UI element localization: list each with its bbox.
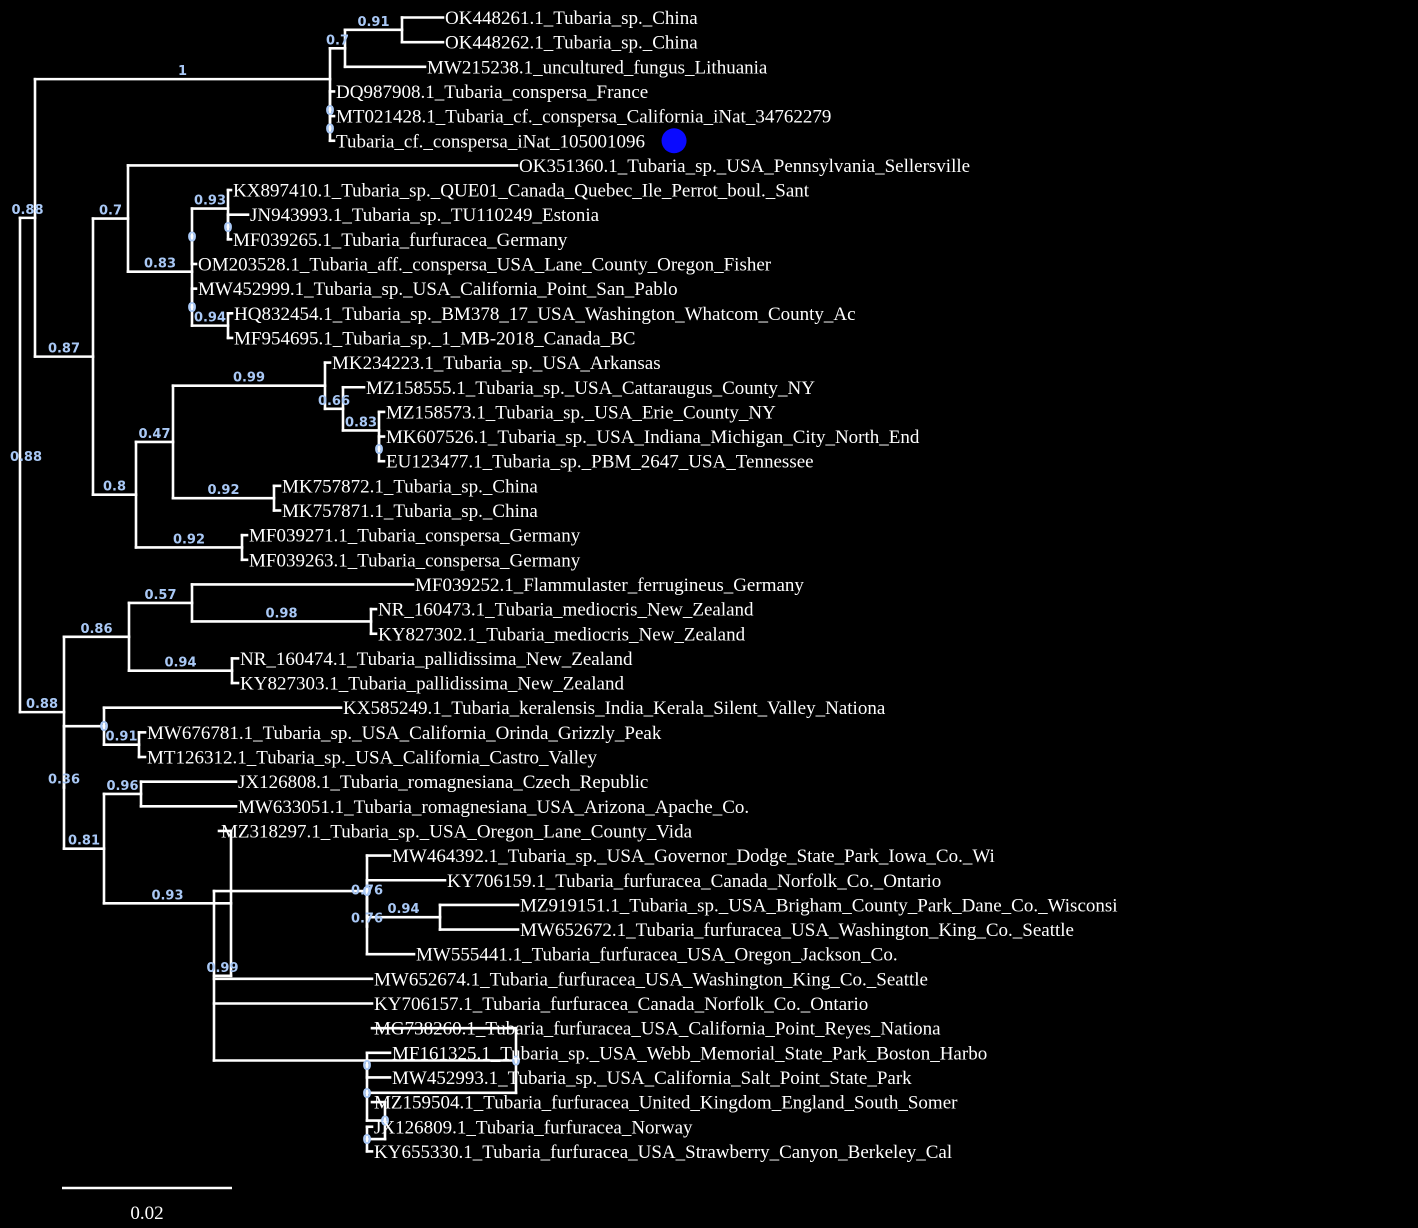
leaf-label: KY827303.1_Tubaria_pallidissima_New_Zeal… [240, 674, 624, 695]
support-values: 0.910.700100.9300.9400.830.700.830.660.9… [10, 15, 521, 1148]
support-value: 1 [178, 64, 187, 79]
leaf-label: KX585249.1_Tubaria_keralensis_India_Kera… [343, 698, 886, 719]
support-value: 0.88 [26, 697, 58, 712]
support-value: 0.47 [138, 427, 170, 442]
leaf-label: HQ832454.1_Tubaria_sp._BM378_17_USA_Wash… [234, 304, 856, 325]
leaf-label: MF039252.1_Flammulaster_ferrugineus_Germ… [415, 575, 804, 596]
leaf-label: MZ159504.1_Tubaria_furfuracea_United_Kin… [374, 1093, 958, 1114]
support-value: 0.76 [351, 884, 383, 899]
support-value: 0 [380, 1115, 389, 1130]
support-value: 0 [325, 104, 334, 119]
support-value: 0.93 [194, 194, 226, 209]
support-value: 0.7 [99, 204, 122, 219]
leaf-label: MW555441.1_Tubaria_furfuracea_USA_Oregon… [416, 945, 898, 966]
leaf-label: KY827302.1_Tubaria_mediocris_New_Zealand [378, 624, 746, 645]
leaf-label: JX126808.1_Tubaria_romagnesiana_Czech_Re… [238, 772, 648, 793]
support-value: 0.88 [10, 450, 42, 465]
support-value: 0.86 [80, 622, 112, 637]
support-value: 0.83 [345, 415, 377, 430]
leaf-label: MW676781.1_Tubaria_sp._USA_California_Or… [147, 723, 662, 744]
support-value: 0.76 [351, 911, 383, 926]
support-value: 0.91 [105, 730, 137, 745]
support-value: 0.99 [233, 371, 265, 386]
support-value: 0.87 [48, 342, 80, 357]
leaf-label: Tubaria_cf._conspersa_iNat_105001096 [336, 131, 645, 152]
support-value: 0.91 [357, 15, 389, 30]
leaf-label: MK234223.1_Tubaria_sp._USA_Arkansas [332, 353, 661, 374]
support-value: 0.7 [326, 33, 349, 48]
leaf-label: KY706157.1_Tubaria_furfuracea_Canada_Nor… [374, 994, 868, 1015]
support-value: 0.92 [207, 483, 239, 498]
leaf-label: KX897410.1_Tubaria_sp._QUE01_Canada_Queb… [233, 181, 810, 202]
support-value: 0 [223, 221, 232, 236]
leaf-label: OK448261.1_Tubaria_sp._China [445, 8, 698, 29]
leaf-label: MW452999.1_Tubaria_sp._USA_California_Po… [198, 279, 678, 300]
tree-branches [18, 16, 520, 1153]
leaf-label: MF039265.1_Tubaria_furfuracea_Germany [233, 230, 568, 251]
leaf-label: MF039263.1_Tubaria_conspersa_Germany [249, 550, 581, 571]
leaf-label: JX126809.1_Tubaria_furfuracea_Norway [374, 1117, 693, 1138]
support-value: 0.94 [387, 902, 419, 917]
leaf-label: MF039271.1_Tubaria_conspersa_Germany [249, 526, 581, 547]
support-value: 0 [362, 1133, 371, 1148]
leaf-label: MF954695.1_Tubaria_sp._1_MB-2018_Canada_… [234, 328, 635, 349]
support-value: 0.66 [318, 394, 350, 409]
support-value: 0.8 [103, 480, 126, 495]
leaf-label: EU123477.1_Tubaria_sp._PBM_2647_USA_Tenn… [386, 452, 814, 473]
leaf-label: MW452993.1_Tubaria_sp._USA_California_Sa… [392, 1068, 912, 1089]
leaf-label: MZ158573.1_Tubaria_sp._USA_Erie_County_N… [386, 402, 776, 423]
leaf-label: MW633051.1_Tubaria_romagnesiana_USA_Ariz… [238, 797, 749, 818]
support-value: 0 [362, 1087, 371, 1102]
support-value: 0.96 [106, 779, 138, 794]
highlight-marker [661, 128, 687, 154]
support-value: 0.83 [144, 257, 176, 272]
leaf-label: NR_160474.1_Tubaria_pallidissima_New_Zea… [240, 649, 633, 670]
support-value: 0.94 [194, 311, 226, 326]
leaf-label: MK757871.1_Tubaria_sp._China [282, 501, 538, 522]
leaf-label: MK757872.1_Tubaria_sp._China [282, 476, 538, 497]
leaf-label: MW464392.1_Tubaria_sp._USA_Governor_Dodg… [392, 846, 995, 867]
support-value: 0 [187, 230, 196, 245]
support-value: 0.94 [164, 656, 196, 671]
leaf-label: JN943993.1_Tubaria_sp._TU110249_Estonia [250, 205, 600, 226]
leaf-label: MT126312.1_Tubaria_sp._USA_California_Ca… [147, 748, 597, 769]
leaf-label: NR_160473.1_Tubaria_mediocris_New_Zealan… [378, 600, 754, 621]
leaf-label: MF161325.1_Tubaria_sp._USA_Webb_Memorial… [392, 1043, 987, 1064]
support-value: 0.92 [173, 532, 205, 547]
support-value: 0 [362, 1059, 371, 1074]
support-value: 0 [325, 122, 334, 137]
support-value: 0 [187, 301, 196, 316]
support-value: 0.98 [265, 606, 297, 621]
support-value: 0.57 [144, 588, 176, 603]
leaf-labels: OK448261.1_Tubaria_sp._ChinaOK448262.1_T… [147, 8, 1118, 1163]
leaf-label: KY706159.1_Tubaria_furfuracea_Canada_Nor… [447, 871, 941, 892]
scale-bar: 0.02 [62, 1186, 232, 1224]
leaf-label: MW652674.1_Tubaria_furfuracea_USA_Washin… [374, 969, 928, 990]
leaf-label: MW215238.1_uncultured_fungus_Lithuania [427, 57, 768, 78]
support-value: 0.81 [68, 834, 100, 849]
support-value: 0.88 [11, 203, 43, 218]
leaf-label: MK607526.1_Tubaria_sp._USA_Indiana_Michi… [386, 427, 920, 448]
support-value: 0.99 [206, 961, 238, 976]
support-value: 0 [99, 720, 108, 735]
support-value: 0 [362, 885, 371, 900]
leaf-label: DQ987908.1_Tubaria_conspersa_France [336, 82, 648, 103]
support-value: 0.93 [151, 888, 183, 903]
leaf-label: MZ919151.1_Tubaria_sp._USA_Brigham_Count… [520, 895, 1118, 916]
support-value: 0.36 [48, 772, 80, 787]
leaf-label: OK448262.1_Tubaria_sp._China [445, 33, 698, 54]
leaf-label: OM203528.1_Tubaria_aff._conspersa_USA_La… [198, 255, 772, 276]
support-value: 0 [511, 1055, 520, 1070]
support-value: 0 [374, 443, 383, 458]
leaf-label: MG738260.1_Tubaria_furfuracea_USA_Califo… [374, 1019, 941, 1040]
leaf-label: MW652672.1_Tubaria_furfuracea_USA_Washin… [520, 920, 1074, 941]
leaf-label: MT021428.1_Tubaria_cf._conspersa_Califor… [336, 107, 831, 128]
scale-bar-label: 0.02 [130, 1203, 163, 1224]
leaf-label: OK351360.1_Tubaria_sp._USA_Pennsylvania_… [519, 156, 970, 177]
leaf-label: MZ158555.1_Tubaria_sp._USA_Cattaraugus_C… [366, 378, 815, 399]
leaf-label: KY655330.1_Tubaria_furfuracea_USA_Strawb… [374, 1142, 952, 1163]
leaf-label: MZ318297.1_Tubaria_sp._USA_Oregon_Lane_C… [221, 821, 693, 842]
